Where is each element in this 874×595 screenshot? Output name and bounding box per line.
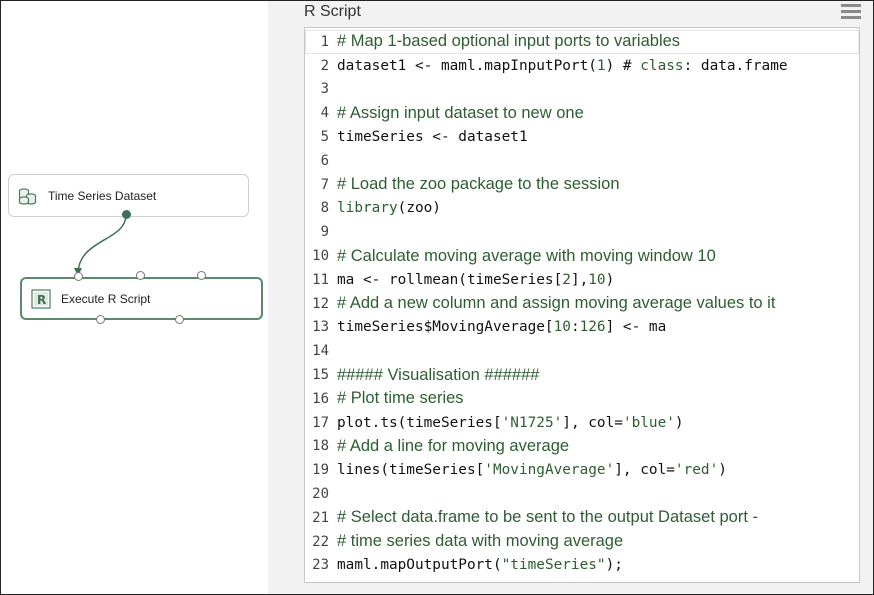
- code-line[interactable]: 9: [305, 220, 859, 244]
- input-port-3[interactable]: [197, 271, 206, 280]
- r-script-editor[interactable]: 1 # Map 1-based optional input ports to v…: [304, 27, 860, 583]
- code-line[interactable]: 4 # Assign input dataset to new one: [305, 101, 859, 125]
- code-line[interactable]: 14: [305, 339, 859, 363]
- code-line[interactable]: 7 # Load the zoo package to the session: [305, 173, 859, 197]
- line-number: 18: [312, 438, 329, 455]
- line-number: 11: [312, 271, 329, 288]
- line-number: 14: [312, 343, 329, 360]
- code-text: # Load the zoo package to the session: [337, 175, 620, 194]
- code-line[interactable]: 21 # Select data.frame to be sent to the …: [305, 506, 859, 530]
- input-port-1[interactable]: [74, 272, 83, 281]
- line-number: 15: [312, 367, 329, 384]
- code-line[interactable]: 8 library(zoo): [305, 197, 859, 221]
- output-port-2[interactable]: [175, 315, 184, 324]
- line-number: 16: [312, 390, 329, 407]
- line-number: 21: [312, 509, 329, 526]
- code-line[interactable]: 17 plot.ts(timeSeries['N1725'], col='blue…: [305, 411, 859, 435]
- code-line[interactable]: 11 ma <- rollmean(timeSeries[2],10): [305, 268, 859, 292]
- line-number: 9: [320, 224, 329, 241]
- code-text: dataset1 <- maml.mapInputPort(1) # class…: [337, 57, 788, 74]
- module-label: Execute R Script: [61, 291, 151, 306]
- code-text: ma <- rollmean(timeSeries[2],10): [337, 271, 615, 288]
- module-execute-r-script[interactable]: R Execute R Script: [20, 277, 263, 320]
- code-text: timeSeries <- dataset1: [337, 129, 528, 146]
- code-text: # Select data.frame to be sent to the ou…: [337, 508, 758, 527]
- line-number: 1: [320, 33, 329, 50]
- code-line[interactable]: 19 lines(timeSeries['MovingAverage'], col…: [305, 458, 859, 482]
- r-script-icon: R: [31, 288, 51, 309]
- svg-text:R: R: [37, 293, 46, 307]
- dataset-icon: [18, 187, 38, 205]
- input-port-2[interactable]: [136, 271, 145, 280]
- code-text: ##### Visualisation ######: [337, 365, 540, 384]
- code-line[interactable]: 18 # Add a line for moving average: [305, 435, 859, 459]
- code-text: # Plot time series: [337, 389, 464, 408]
- properties-panel: R Script 1 # Map 1-based optional input p…: [268, 1, 873, 594]
- line-number: 12: [312, 295, 329, 312]
- line-number: 23: [312, 557, 329, 574]
- code-line[interactable]: 2 dataset1 <- maml.mapInputPort(1) # clas…: [305, 54, 859, 78]
- code-line[interactable]: 3: [305, 78, 859, 102]
- line-number: 2: [320, 57, 329, 74]
- code-line[interactable]: 5 timeSeries <- dataset1: [305, 125, 859, 149]
- code-text: lines(timeSeries['MovingAverage'], col='…: [337, 462, 727, 479]
- line-number: 6: [320, 152, 329, 169]
- line-number: 10: [312, 248, 329, 265]
- code-text: maml.mapOutputPort("timeSeries");: [337, 557, 623, 574]
- code-text: # Map 1-based optional input ports to va…: [337, 32, 681, 51]
- line-number: 13: [312, 319, 329, 336]
- line-number: 3: [320, 81, 329, 98]
- code-text: timeSeries$MovingAverage[10:126] <- ma: [337, 319, 667, 336]
- line-number: 22: [312, 533, 329, 550]
- line-number: 4: [320, 105, 329, 122]
- module-label: Time Series Dataset: [48, 188, 157, 203]
- line-number: 19: [312, 462, 329, 479]
- line-number: 20: [312, 486, 329, 503]
- code-line[interactable]: 6: [305, 149, 859, 173]
- code-text: library(zoo): [337, 200, 441, 217]
- code-line[interactable]: 23 maml.mapOutputPort("timeSeries");: [305, 554, 859, 578]
- output-port[interactable]: [122, 210, 131, 219]
- line-number: 7: [320, 176, 329, 193]
- module-time-series-dataset[interactable]: Time Series Dataset: [8, 174, 249, 217]
- code-text: # time series data with moving average: [337, 532, 624, 551]
- experiment-canvas[interactable]: Time Series Dataset R Execute R Script: [1, 1, 268, 594]
- code-line[interactable]: 15 ##### Visualisation ######: [305, 363, 859, 387]
- line-number: 8: [320, 200, 329, 217]
- output-port-1[interactable]: [96, 315, 105, 324]
- code-line[interactable]: 10 # Calculate moving average with moving…: [305, 244, 859, 268]
- code-line[interactable]: 22 # time series data with moving average: [305, 530, 859, 554]
- code-text: # Calculate moving average with moving w…: [337, 246, 716, 265]
- code-text: plot.ts(timeSeries['N1725'], col='blue'): [337, 414, 684, 431]
- line-number: 5: [320, 129, 329, 146]
- panel-title: R Script: [304, 3, 361, 20]
- code-text: # Add a line for moving average: [337, 436, 570, 455]
- line-number: 17: [312, 414, 329, 431]
- code-text: # Add a new column and assign moving ave…: [337, 294, 776, 313]
- code-line[interactable]: 20: [305, 482, 859, 506]
- hamburger-menu-icon[interactable]: [841, 4, 861, 22]
- code-text: # Assign input dataset to new one: [337, 103, 584, 122]
- code-line[interactable]: 16 # Plot time series: [305, 387, 859, 411]
- code-line[interactable]: 13 timeSeries$MovingAverage[10:126] <- ma: [305, 316, 859, 340]
- code-line[interactable]: 1 # Map 1-based optional input ports to v…: [305, 30, 859, 54]
- code-line[interactable]: 12 # Add a new column and assign moving a…: [305, 292, 859, 316]
